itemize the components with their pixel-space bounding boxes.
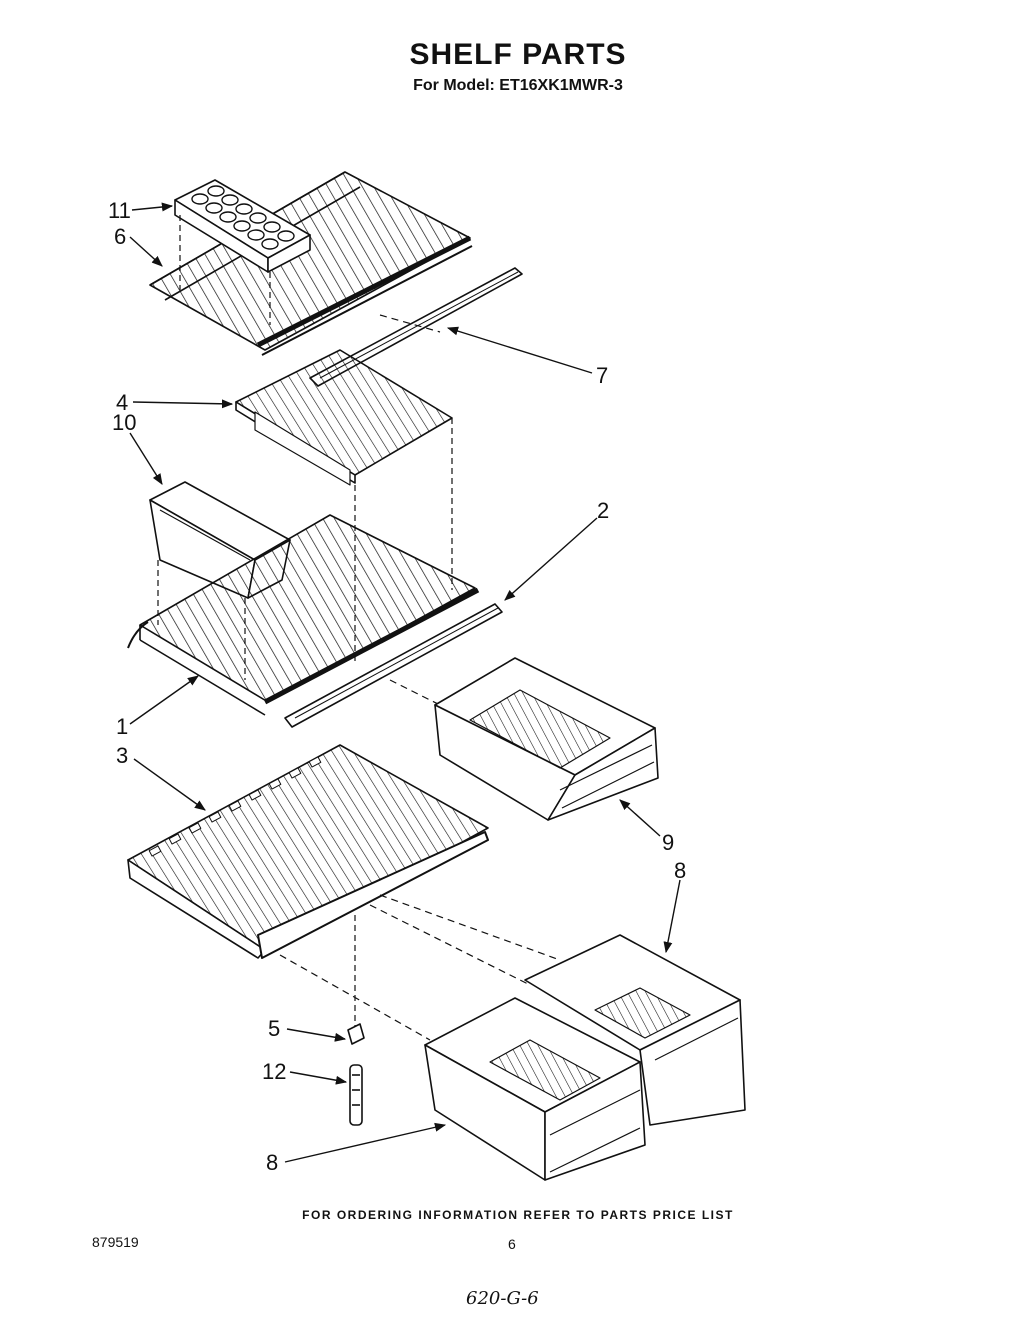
shelf-trim-strip-2 bbox=[284, 603, 503, 728]
callout-10: 10 bbox=[112, 410, 136, 435]
callout-7: 7 bbox=[596, 363, 608, 388]
page-number: 6 bbox=[508, 1236, 516, 1252]
crisper-drawer-back bbox=[524, 934, 746, 1126]
callout-4: 4 bbox=[116, 390, 128, 415]
control-knob-5 bbox=[347, 1023, 365, 1045]
crisper-drawer-front bbox=[424, 997, 646, 1181]
egg-tray bbox=[174, 179, 311, 273]
callout-8-lower: 8 bbox=[266, 1150, 278, 1175]
callout-9: 9 bbox=[662, 830, 674, 855]
control-shaft-12 bbox=[349, 1064, 363, 1126]
callout-1: 1 bbox=[116, 714, 128, 739]
crisper-guide-lines bbox=[279, 894, 561, 1041]
main-shelf-guide-lines bbox=[157, 418, 453, 706]
page-title: SHELF PARTS bbox=[409, 38, 627, 71]
crisper-cover-3 bbox=[127, 744, 489, 959]
callout-6: 6 bbox=[114, 224, 126, 249]
callout-11: 11 bbox=[108, 198, 131, 223]
deli-shelf-4 bbox=[235, 349, 453, 486]
document-number: 879519 bbox=[92, 1234, 139, 1250]
callout-leader-lines bbox=[129, 202, 681, 1163]
top-wire-shelf bbox=[149, 171, 473, 356]
snack-pan-9 bbox=[434, 657, 659, 821]
ordering-note: FOR ORDERING INFORMATION REFER TO PARTS … bbox=[302, 1208, 734, 1222]
model-line: For Model: ET16XK1MWR-3 bbox=[413, 77, 623, 94]
callout-3: 3 bbox=[116, 743, 128, 768]
egg-tray-guide-lines bbox=[179, 215, 271, 325]
callout-2: 2 bbox=[597, 498, 609, 523]
callout-8-upper: 8 bbox=[674, 858, 686, 883]
callout-5: 5 bbox=[268, 1016, 280, 1041]
callout-12: 12 bbox=[262, 1059, 286, 1084]
handwritten-note: 620-G-6 bbox=[466, 1288, 539, 1309]
main-wire-shelf-1 bbox=[127, 514, 480, 716]
